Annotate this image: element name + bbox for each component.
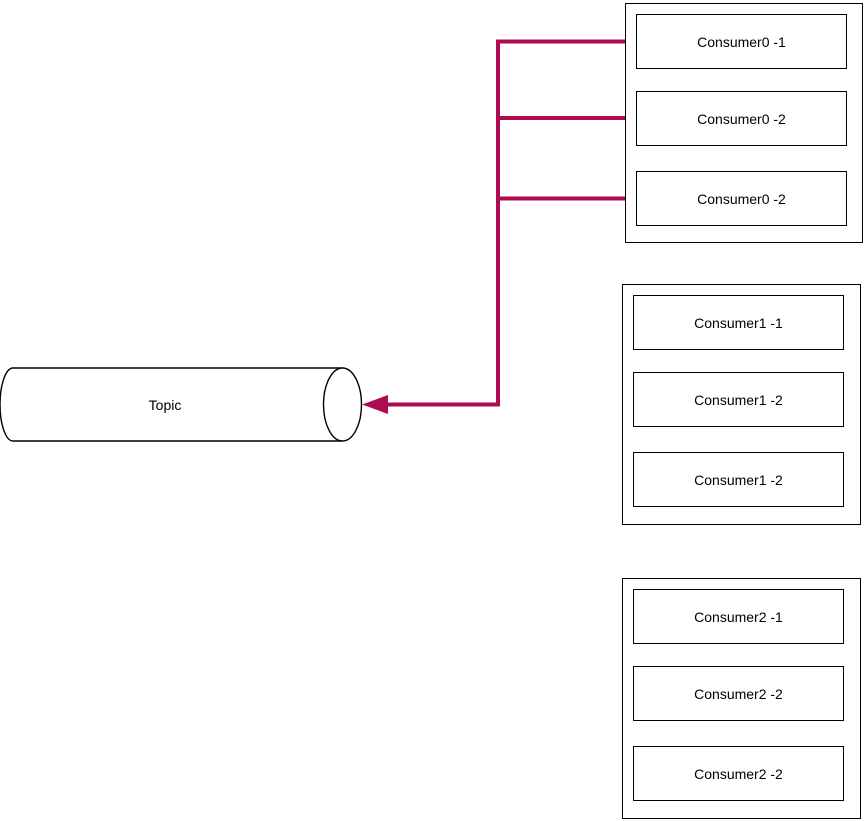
consumer-label: Consumer1 -2 — [694, 471, 783, 488]
group0-to-topic-connector — [362, 39, 636, 414]
consumer-box: Consumer0 -2 — [636, 91, 847, 146]
consumer-group-0: Consumer0 -1 Consumer0 -2 Consumer0 -2 — [625, 3, 863, 243]
consumer-label: Consumer2 -2 — [694, 685, 783, 702]
consumer-label: Consumer1 -1 — [694, 314, 783, 331]
consumer-box: Consumer2 -2 — [633, 666, 844, 721]
consumer-box: Consumer2 -1 — [633, 589, 844, 644]
consumer-label: Consumer0 -2 — [697, 190, 786, 207]
consumer-label: Consumer0 -1 — [697, 33, 786, 50]
consumer-box: Consumer1 -1 — [633, 295, 844, 350]
consumer-group-1: Consumer1 -1 Consumer1 -2 Consumer1 -2 — [622, 284, 861, 525]
consumer-label: Consumer1 -2 — [694, 391, 783, 408]
consumer-box: Consumer1 -2 — [633, 452, 844, 507]
consumer-box: Consumer2 -2 — [633, 746, 844, 801]
consumer-label: Consumer2 -2 — [694, 765, 783, 782]
topic-label: Topic — [148, 396, 182, 413]
consumer-box: Consumer0 -2 — [636, 171, 847, 226]
connector-main-path — [384, 39, 636, 407]
arrowhead-icon — [362, 395, 388, 414]
consumer-box: Consumer0 -1 — [636, 14, 847, 69]
consumer-label: Consumer0 -2 — [697, 110, 786, 127]
consumer-label: Consumer2 -1 — [694, 608, 783, 625]
consumer-box: Consumer1 -2 — [633, 372, 844, 427]
consumer-group-2: Consumer2 -1 Consumer2 -2 Consumer2 -2 — [622, 578, 861, 819]
